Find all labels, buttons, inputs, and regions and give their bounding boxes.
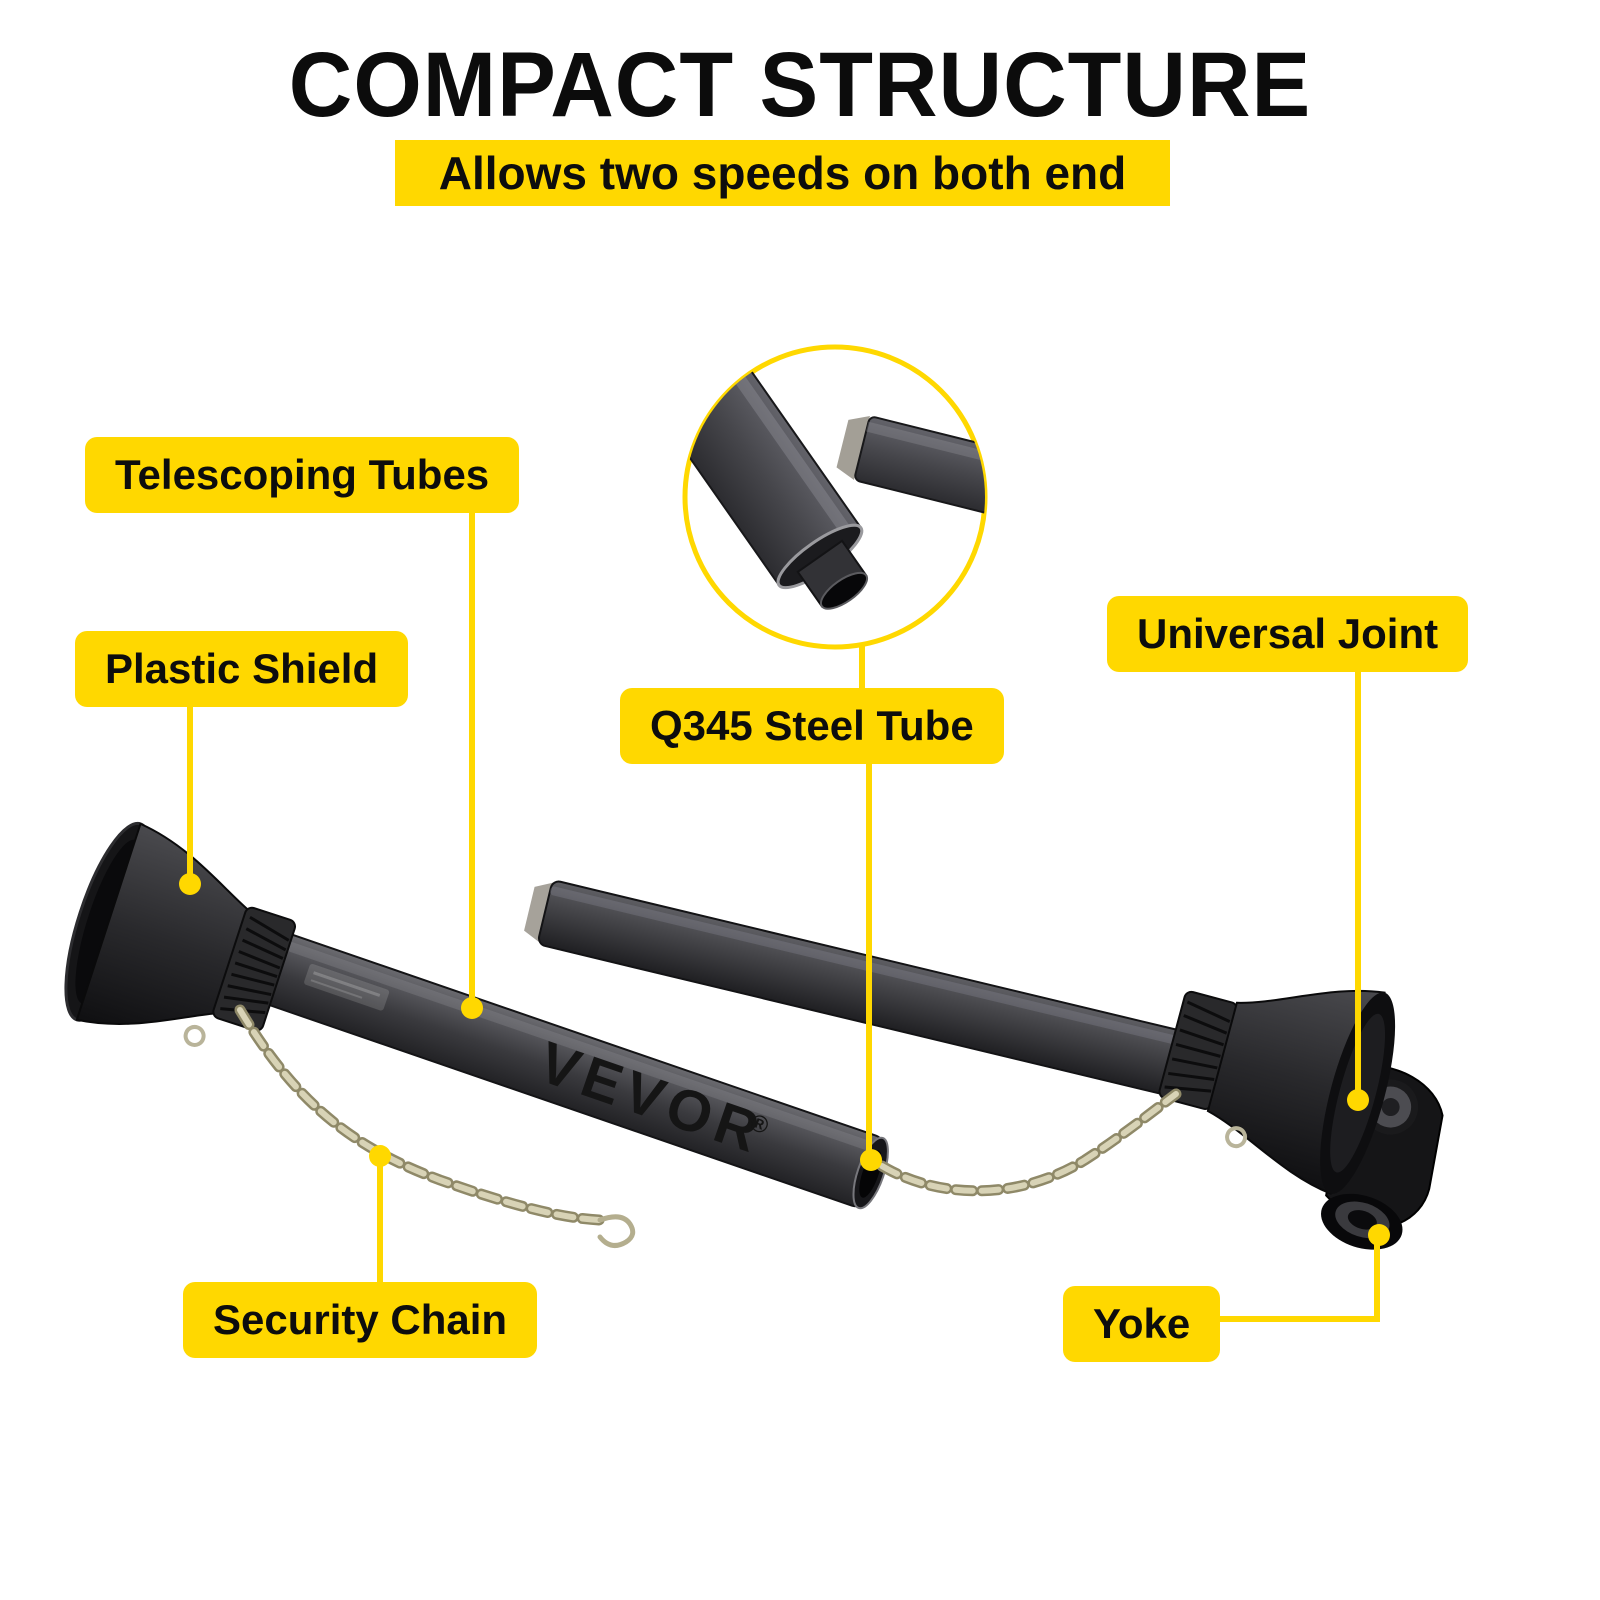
- zoom-inset: [682, 344, 988, 650]
- inset-inner-tube-tip: [836, 415, 985, 526]
- subtitle-text: Allows two speeds on both end: [438, 147, 1127, 199]
- callout-dot-q345-steel-tube: [860, 1149, 882, 1171]
- right-plastic-shield: [1158, 989, 1396, 1195]
- inset-outer-tube-end: [685, 347, 869, 610]
- subtitle-banner: Allows two speeds on both end: [395, 140, 1170, 206]
- page-title: COMPACT STRUCTURE: [288, 33, 1312, 136]
- label-security-chain: Security Chain: [183, 1282, 538, 1359]
- callout-dot-telescoping-tubes: [461, 997, 483, 1019]
- callout-dot-security-chain: [369, 1145, 391, 1167]
- label-plastic-shield: Plastic Shield: [75, 631, 409, 708]
- label-telescoping-tubes: Telescoping Tubes: [85, 437, 520, 514]
- label-yoke: Yoke: [1063, 1286, 1221, 1363]
- security-chain-graphic: [234, 1004, 636, 1249]
- spec-marking: [304, 963, 390, 1011]
- label-universal-joint: Universal Joint: [1107, 596, 1469, 673]
- callout-dot-plastic-shield: [179, 873, 201, 895]
- callout-dot-universal-joint: [1347, 1089, 1369, 1111]
- left-plastic-shield: [64, 821, 297, 1047]
- callout-connectors: [187, 505, 1380, 1322]
- right-chain-graphic: [876, 1088, 1182, 1197]
- label-q345-steel-tube: Q345 Steel Tube: [620, 688, 1004, 765]
- brand-logo: VEVOR: [531, 1029, 773, 1166]
- callout-dot-yoke: [1368, 1224, 1390, 1246]
- connector-yoke: [1205, 1238, 1380, 1322]
- callout-dots: [179, 873, 1390, 1246]
